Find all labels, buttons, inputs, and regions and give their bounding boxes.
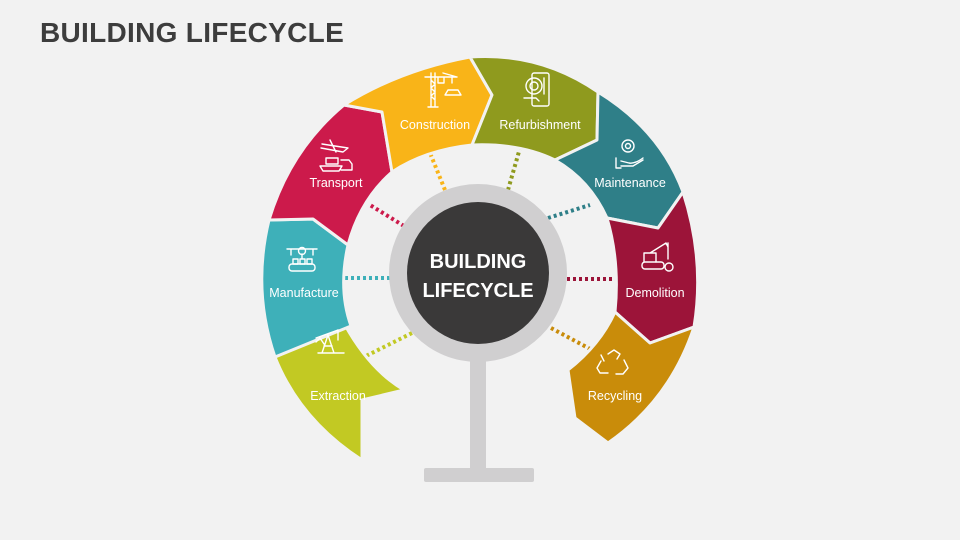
stage-label-construction: Construction: [400, 118, 470, 132]
stage-label-transport: Transport: [309, 176, 363, 190]
center-title-line1: BUILDING: [430, 251, 527, 273]
stage-label-refurbishment: Refurbishment: [499, 118, 581, 132]
stage-label-manufacture: Manufacture: [269, 286, 339, 300]
hand-gear-icon: [615, 139, 644, 169]
segment-transport[interactable]: [267, 103, 394, 247]
wrecking-crane-icon: [641, 242, 674, 272]
center-title-line2: LIFECYCLE: [422, 280, 533, 302]
connector-refurbishment: [506, 147, 522, 191]
stage-labels: Extraction Manufacture Transport Constru…: [269, 118, 684, 403]
connector-maintenance: [547, 203, 591, 220]
stage-label-maintenance: Maintenance: [594, 176, 666, 190]
page-title: BUILDING LIFECYCLE: [40, 17, 345, 48]
center-circle: [407, 202, 549, 344]
connector-recycling: [550, 326, 593, 352]
segment-extraction[interactable]: [273, 323, 406, 462]
crane-icon: [424, 72, 462, 108]
oil-pump-icon: [315, 329, 345, 354]
tools-phone-icon: [523, 72, 550, 107]
stage-label-recycling: Recycling: [588, 389, 642, 403]
conveyor-robot-icon: [286, 246, 318, 272]
stand-base: [424, 468, 534, 482]
segment-recycling[interactable]: [566, 310, 696, 445]
segment-manufacture[interactable]: [260, 217, 353, 359]
connector-transport: [368, 203, 406, 228]
plane-ship-truck-icon: [319, 139, 353, 172]
segment-refurbishment[interactable]: [468, 54, 600, 162]
stage-label-demolition: Demolition: [625, 286, 684, 300]
stage-label-extraction: Extraction: [310, 389, 366, 403]
recycle-icon: [596, 349, 629, 375]
connector-extraction: [365, 331, 413, 358]
stand-pole: [470, 355, 486, 473]
